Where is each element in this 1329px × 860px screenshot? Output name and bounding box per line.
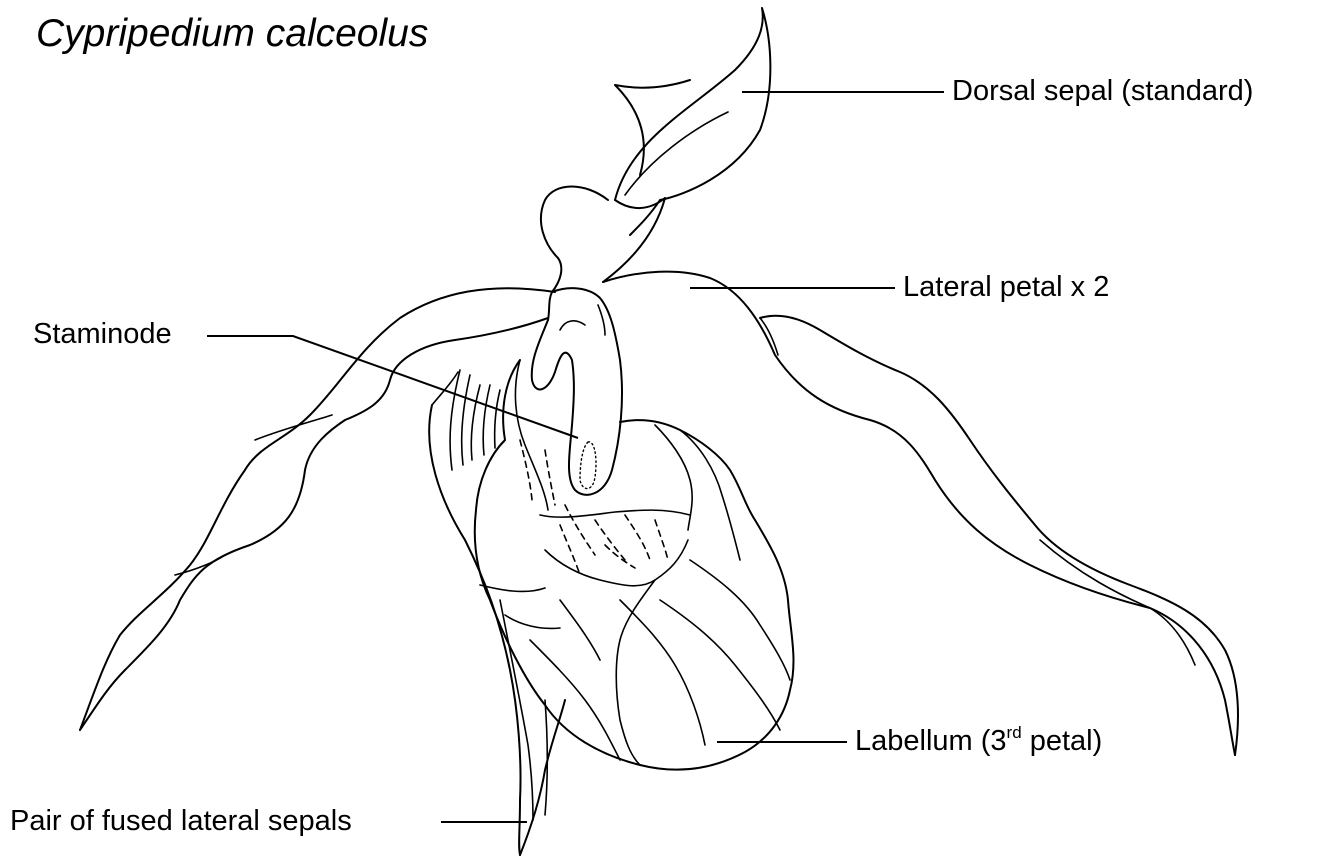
right-lateral-petal-shape <box>603 272 1238 755</box>
labellum-shape <box>475 360 794 770</box>
labellum-label-suffix: petal) <box>1022 725 1103 757</box>
staminode-label: Staminode <box>33 320 172 349</box>
labellum-striations <box>432 370 500 470</box>
left-lateral-petal-shape <box>80 288 555 730</box>
dorsal-sepal-shape <box>615 8 770 235</box>
lateral-petal-label: Lateral petal x 2 <box>903 273 1109 302</box>
labellum-label-superscript: rd <box>1007 723 1022 742</box>
diagram-title: Cypripedium calceolus <box>36 14 428 53</box>
lateral-sepals-shape <box>429 405 565 855</box>
column-top-shape <box>541 187 665 293</box>
labellum-label: Labellum (3rd petal) <box>855 727 1102 756</box>
dorsal-sepal-label: Dorsal sepal (standard) <box>952 77 1253 106</box>
staminode-leader <box>207 336 578 438</box>
labellum-label-prefix: Labellum (3 <box>855 725 1007 757</box>
lateral-sepals-label: Pair of fused lateral sepals <box>10 807 352 836</box>
